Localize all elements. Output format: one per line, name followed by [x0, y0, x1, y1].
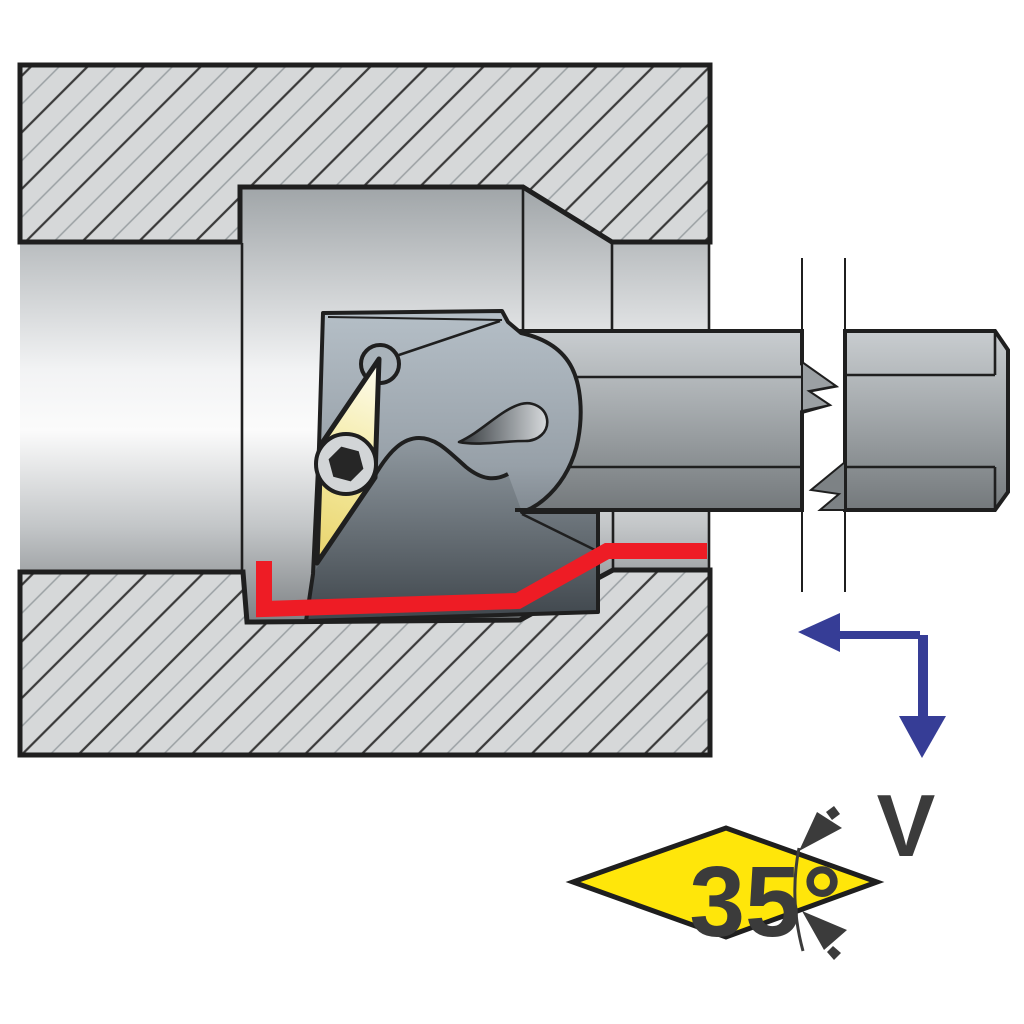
break-jag-upper [801, 360, 839, 413]
head-contour-line [372, 435, 509, 481]
bore-background-edges [240, 188, 711, 571]
workpiece-lower-block [17, 567, 713, 758]
head-chamfer-edge [521, 512, 598, 553]
shank-clamping-end [843, 329, 1010, 512]
feed-arrow-lines [837, 631, 928, 716]
insert-pocket-line [380, 319, 501, 363]
feed-direction-icon [798, 613, 946, 758]
teardrop-slot [457, 401, 549, 445]
feed-arrowhead-down [899, 716, 946, 758]
degree-symbol: ° [802, 846, 842, 958]
break-jag-lower [808, 459, 846, 511]
workpiece-upper-block [17, 62, 713, 245]
angle-arrows-icon [799, 806, 847, 960]
boring-bar [513, 258, 1010, 592]
shank-end-facet-lines [845, 331, 997, 510]
angle-value-label: 35 [689, 846, 800, 958]
tool-head [304, 309, 709, 623]
clamp-screw [314, 432, 378, 496]
angle-arrow-upper-tail [826, 806, 840, 820]
angle-arc [793, 847, 805, 952]
break-symbol [801, 258, 846, 592]
head-lower-shading [306, 438, 598, 621]
insert-angle-diagram: 35 ° [565, 806, 885, 960]
pocket-top-line [327, 316, 503, 321]
insert-shape-label: V [877, 776, 936, 875]
shank-left-facet-lines [552, 375, 802, 469]
angle-arrow-lower-tail [827, 946, 841, 960]
angle-arrow-upper [799, 812, 842, 851]
insert-angle-diamond [565, 825, 885, 940]
toolpath-line [256, 543, 707, 618]
angle-arrow-lower [802, 911, 847, 950]
hex-socket-icon [328, 446, 364, 482]
feed-arrowhead-left [798, 613, 840, 652]
